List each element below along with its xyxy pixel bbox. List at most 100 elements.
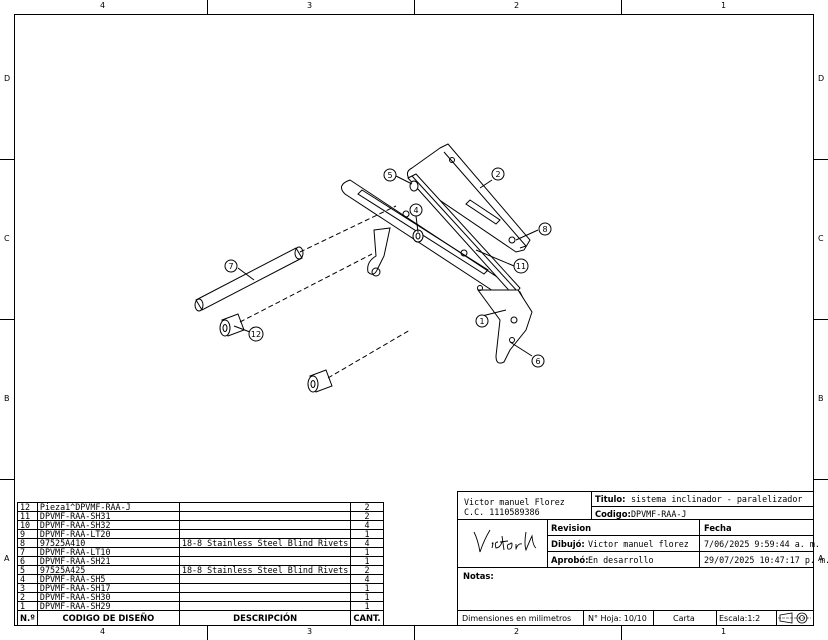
- bom-cell-desc: [178, 592, 352, 602]
- dibujo-value: Victor manuel florez: [588, 539, 689, 549]
- zone-col-label: 1: [721, 627, 727, 636]
- zone-tick: [0, 159, 14, 160]
- zone-col-label: 2: [514, 627, 520, 636]
- balloon-8: 8: [538, 222, 552, 236]
- bushing-lower: [307, 369, 333, 393]
- dibujo-fecha: 7/06/2025 9:59:44 a. m.: [704, 539, 820, 549]
- zone-tick: [621, 0, 622, 14]
- aprobo-label: Aprobó:: [551, 555, 589, 565]
- bom-cell-desc: [178, 583, 352, 593]
- balloon-12: 12: [248, 326, 264, 342]
- tb-divider: [547, 551, 814, 552]
- zone-col-label: 4: [100, 1, 106, 10]
- codigo-value: DPVMF-RAA-J: [631, 509, 687, 519]
- balloon-7: 7: [224, 259, 238, 273]
- balloon-label: 1: [479, 317, 484, 326]
- title-block: [457, 491, 814, 626]
- sheet-number: N° Hoja: 10/10: [588, 614, 647, 623]
- revision-label: Revision: [551, 523, 592, 533]
- tb-divider: [716, 610, 717, 626]
- bom-cell-desc: [178, 511, 352, 521]
- diagonal-link: [407, 173, 521, 297]
- zone-row-label: C: [818, 234, 824, 243]
- bom-cell-desc: [178, 547, 352, 557]
- bom-cell-item: 1: [17, 601, 38, 611]
- bom-cell-desc: [178, 502, 352, 512]
- tb-divider: [457, 519, 814, 520]
- drawing-frame: [14, 14, 814, 626]
- titulo-label: Titulo:: [595, 494, 626, 504]
- zone-tick: [0, 319, 14, 320]
- tb-divider: [583, 610, 584, 626]
- author-id: C.C. 1110589386: [464, 507, 540, 517]
- bom-header-row: N.º CODIGO DE DISEÑO DESCRIPCIÓN CANT.: [17, 610, 384, 626]
- balloon-label: 5: [387, 171, 392, 180]
- aprobo-value: En desarrollo: [588, 555, 654, 565]
- bom-cell-desc: 18-8 Stainless Steel Blind Rivets: [178, 565, 352, 575]
- balloon-label: 12: [251, 330, 261, 339]
- balloon-label: 8: [542, 225, 547, 234]
- balloon-5: 5: [383, 168, 397, 182]
- notas-label: Notas:: [463, 571, 494, 581]
- slotted-bar: [340, 179, 525, 307]
- bom-cell-desc: [178, 601, 352, 611]
- balloon-label: 4: [413, 206, 418, 215]
- zone-col-label: 3: [307, 1, 313, 10]
- zone-col-label: 1: [721, 1, 727, 10]
- tb-divider: [591, 506, 814, 507]
- bom-cell-desc: [178, 574, 352, 584]
- tb-divider: [457, 567, 814, 568]
- balloon-11: 11: [513, 258, 529, 274]
- zone-tick: [621, 626, 622, 640]
- triangular-plate: [406, 143, 531, 253]
- tb-divider: [547, 535, 814, 536]
- dibujo-label: Dibujó:: [551, 539, 585, 549]
- bom-cell-desc: [178, 520, 352, 530]
- aprobo-fecha: 29/07/2025 10:47:17 p. m.: [704, 555, 828, 565]
- tb-divider: [776, 610, 777, 626]
- fecha-label: Fecha: [704, 523, 732, 533]
- balloon-label: 11: [516, 262, 526, 271]
- zone-tick: [414, 626, 415, 640]
- paper-format: Carta: [673, 614, 695, 623]
- balloon-label: 7: [228, 262, 233, 271]
- scale: Escala:1:2: [719, 614, 761, 623]
- zone-tick: [814, 159, 828, 160]
- titulo-value: sistema inclinador - paralelizador: [631, 494, 803, 504]
- zone-row-label: D: [4, 74, 11, 83]
- tb-divider: [547, 519, 548, 567]
- tb-divider: [591, 491, 592, 519]
- balloon-4: 4: [409, 203, 423, 217]
- zone-tick: [814, 479, 828, 480]
- zone-col-label: 4: [100, 627, 106, 636]
- zone-row-label: C: [4, 234, 10, 243]
- zone-row-label: D: [818, 74, 825, 83]
- lower-plate: [477, 285, 533, 364]
- balloon-label: 2: [495, 170, 500, 179]
- zone-row-label: B: [818, 394, 824, 403]
- zone-row-label: B: [4, 394, 10, 403]
- zone-col-label: 2: [514, 1, 520, 10]
- projection-symbol-icon: [778, 612, 811, 624]
- balloon-1: 1: [475, 314, 489, 328]
- author-name: Victor manuel Florez: [464, 497, 565, 507]
- balloon-2: 2: [491, 167, 505, 181]
- explode-lines: [239, 205, 411, 379]
- bom-header-desc: DESCRIPCIÓN: [178, 610, 352, 626]
- dimensiones-note: Dimensiones en milimetros: [462, 614, 572, 623]
- zone-tick: [0, 479, 14, 480]
- zone-row-label: A: [818, 554, 824, 563]
- zone-tick: [207, 0, 208, 14]
- signature: [473, 529, 537, 553]
- balloon-label: 6: [535, 357, 540, 366]
- tb-divider: [699, 519, 700, 567]
- codigo-label: Codigo:: [595, 509, 631, 519]
